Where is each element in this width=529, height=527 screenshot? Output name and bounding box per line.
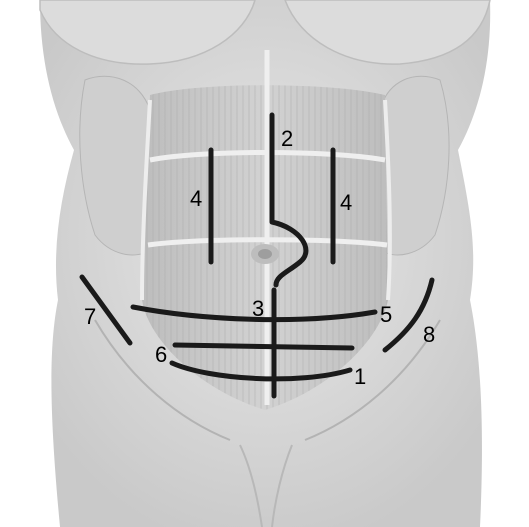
- label-4-right: 4: [340, 190, 352, 215]
- label-6: 6: [155, 342, 167, 367]
- middle-transverse-incision: [175, 345, 352, 348]
- umbilicus: [251, 244, 279, 264]
- label-4-left: 4: [190, 186, 202, 211]
- label-3: 3: [252, 296, 264, 321]
- label-8: 8: [423, 322, 435, 347]
- label-1: 1: [354, 364, 366, 389]
- label-5: 5: [380, 302, 392, 327]
- label-2: 2: [281, 126, 293, 151]
- label-7: 7: [84, 304, 96, 329]
